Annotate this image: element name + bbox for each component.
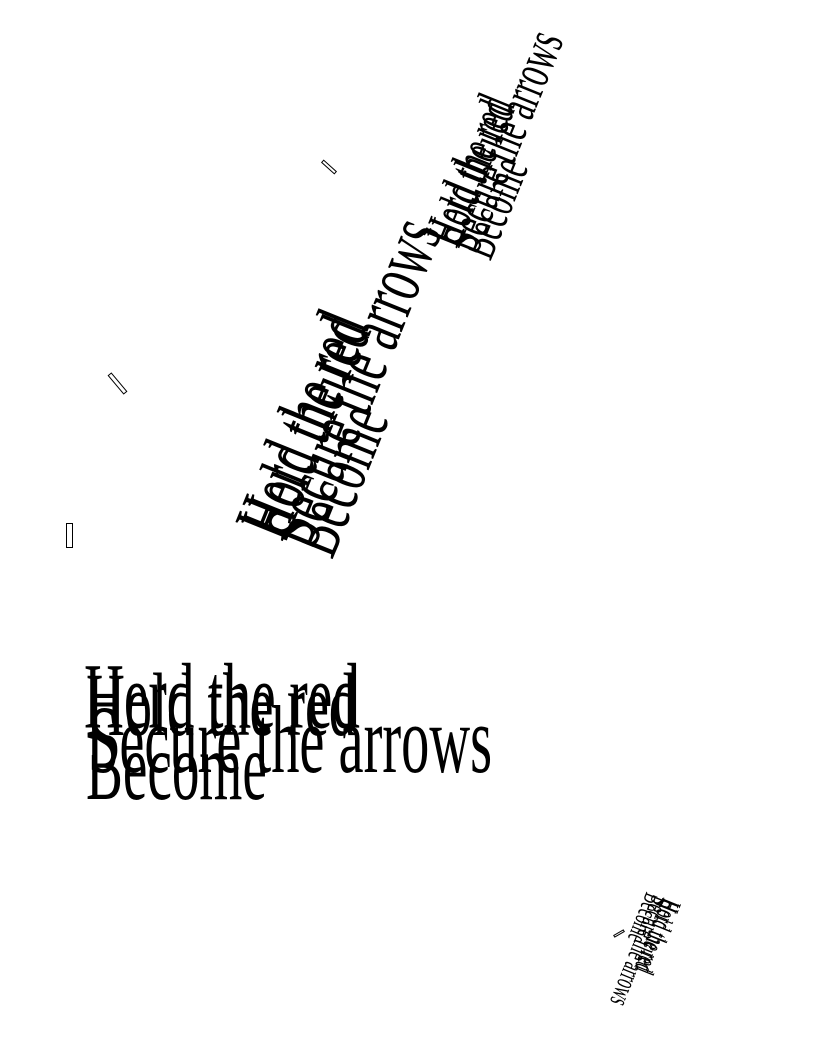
decorative-sliver [66,523,73,548]
decorative-sliver [107,372,128,395]
text-layer-become: Become [86,713,267,821]
text-layer-secure: Secure the arrows [88,687,493,793]
text-layer-herd: Herd the red [84,645,360,748]
text-layer-hold: Hold the red [86,655,356,755]
decorative-sliver [320,159,338,175]
